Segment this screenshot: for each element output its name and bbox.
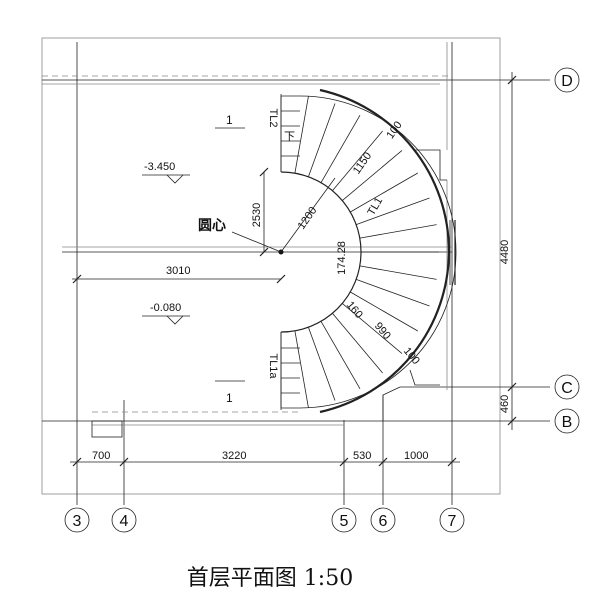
axis-bubble-D: D	[554, 67, 580, 93]
dimension-tick	[447, 457, 457, 467]
dim-160: 160	[344, 299, 365, 321]
dimension-ticks	[72, 75, 517, 467]
dimension-tick	[119, 457, 129, 467]
stair-tread	[308, 327, 336, 401]
stair-tread	[332, 130, 383, 191]
stair-tread	[359, 265, 437, 280]
dimension-tick	[507, 75, 517, 85]
svg-text:D: D	[561, 73, 573, 90]
dim-1150: 1150	[351, 150, 374, 176]
stair-tread	[320, 114, 361, 183]
svg-text:5: 5	[340, 513, 349, 530]
dimension-tick	[72, 457, 82, 467]
level-marker-lower	[142, 315, 190, 325]
svg-text:4: 4	[120, 513, 129, 530]
axis-bubble-6: 6	[370, 507, 396, 533]
stair-tag-tl1a: TL1a	[267, 353, 279, 379]
drawing-border	[41, 37, 501, 495]
dim-530: 530	[353, 450, 371, 462]
stair-frame-right2	[409, 369, 440, 386]
dim-1200: 1200	[296, 205, 320, 232]
svg-text:B: B	[562, 414, 573, 431]
dim-990: 990	[372, 320, 393, 342]
dimension-tick	[259, 247, 269, 257]
drawing-caption: 首层平面图 1:50	[187, 566, 353, 591]
dim-4480: 4480	[499, 240, 511, 264]
dim-460: 460	[499, 395, 511, 413]
stair-frame-right	[415, 149, 447, 181]
stair-tread	[320, 321, 361, 390]
stair-tread	[308, 103, 336, 177]
room-mark-lower: 1	[226, 391, 233, 405]
stair-tread	[342, 150, 403, 201]
axis-bubble-4: 4	[111, 507, 137, 533]
stair-tread	[332, 313, 383, 374]
level-lower: -0.080	[150, 302, 181, 314]
dim-1000: 1000	[404, 450, 428, 462]
center-label: 圆心	[198, 217, 226, 233]
axis-bubble-5: 5	[331, 507, 357, 533]
stair-treads	[280, 94, 439, 410]
level-marker-upper	[142, 174, 190, 184]
svg-text:C: C	[561, 380, 573, 397]
stair-tread	[356, 279, 430, 307]
stair-tag-tl1: TL1	[365, 195, 385, 217]
stair-tag-tl2: TL2	[267, 109, 279, 128]
radius-line-1200	[280, 177, 336, 253]
axis-bubble-C: C	[554, 374, 580, 400]
dim-174: 174.28	[336, 241, 348, 275]
wall-corner-c	[382, 386, 401, 421]
wall-notch	[91, 420, 123, 438]
stair-tag-down: 下	[284, 131, 295, 143]
dimension-tick	[339, 457, 349, 467]
stair-tread	[350, 172, 419, 213]
stair-tread	[294, 96, 309, 174]
stair-tread	[350, 291, 419, 332]
dimension-tick	[276, 274, 286, 284]
dimension-tick	[507, 382, 517, 392]
dimension-tick	[259, 167, 269, 177]
room-mark-upper: 1	[226, 113, 233, 127]
axis-bubble-7: 7	[439, 507, 465, 533]
stair-tread	[294, 330, 309, 408]
dimension-tick	[72, 274, 82, 284]
svg-text:6: 6	[379, 513, 388, 530]
dim-700: 700	[92, 450, 110, 462]
dimension-tick	[507, 416, 517, 426]
level-upper: -3.450	[144, 161, 175, 173]
dimension-tick	[378, 457, 388, 467]
svg-text:3: 3	[73, 513, 82, 530]
stair-tread	[359, 224, 437, 239]
dim-3010: 3010	[166, 265, 190, 277]
svg-text:7: 7	[448, 513, 457, 530]
dim-2530: 2530	[251, 203, 263, 227]
stair-tread	[356, 197, 430, 225]
stair-tread	[342, 303, 403, 354]
center-leader	[231, 231, 282, 253]
dim-3220: 3220	[222, 450, 246, 462]
axis-bubble-3: 3	[64, 507, 90, 533]
stair-mid-arc	[299, 95, 457, 409]
stair-outer-arc	[319, 88, 450, 414]
axis-bubble-B: B	[554, 408, 580, 434]
